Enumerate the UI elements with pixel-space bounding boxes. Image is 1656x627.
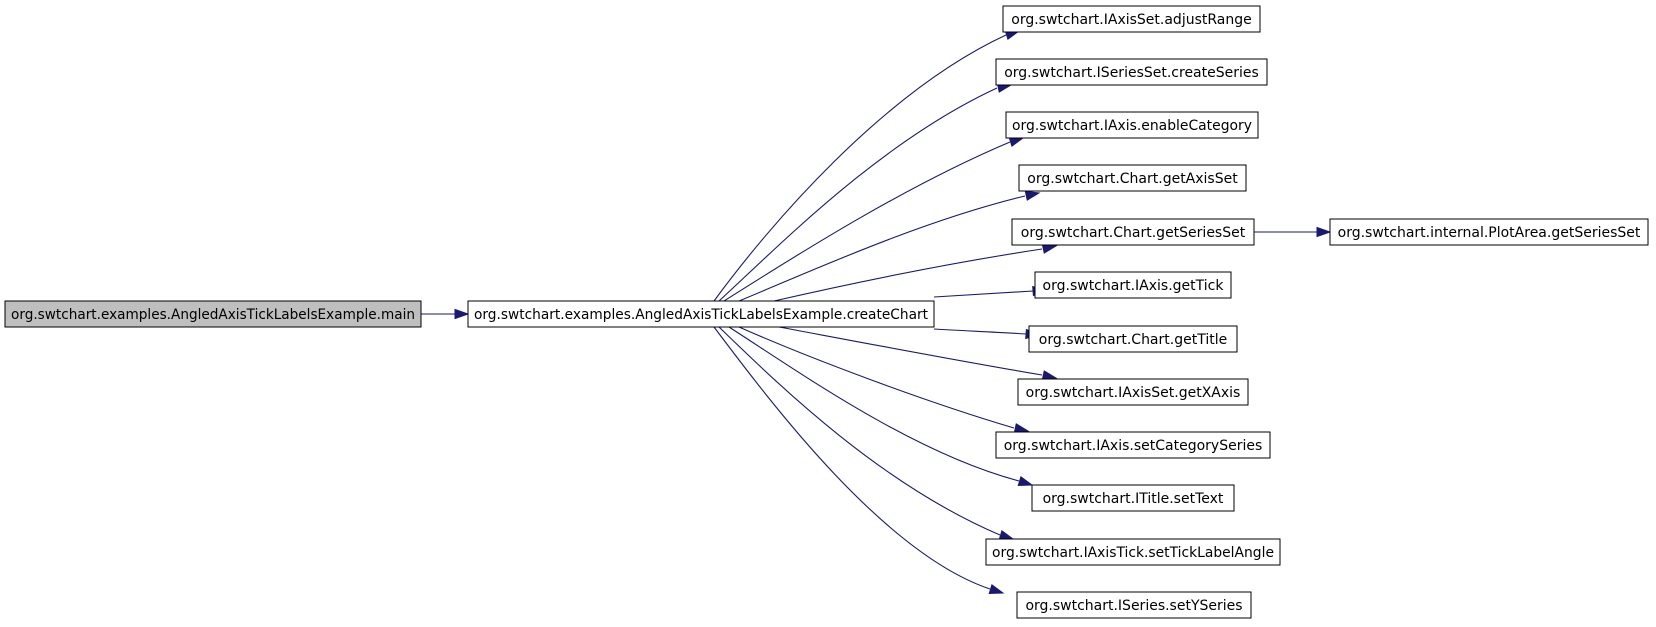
call-graph-edges — [421, 29, 1332, 595]
edge-create-chart-to-iaxis-set-get-xaxis — [778, 326, 1058, 381]
node-iaxis-set-adjust-range-label: org.swtchart.IAxisSet.adjustRange — [1011, 12, 1252, 28]
edge-create-chart-to-chart-get-series-set-arrowhead — [1041, 243, 1058, 254]
node-iaxis-tick-set-tick-label-angle[interactable]: org.swtchart.IAxisTick.setTickLabelAngle — [985, 538, 1281, 566]
edge-main-to-create-chart-arrowhead — [454, 308, 470, 320]
node-iseries-set-yseries-label: org.swtchart.ISeries.setYSeries — [1025, 598, 1242, 614]
edge-create-chart-to-iaxis-set-category-series-line — [738, 326, 1015, 429]
edge-create-chart-to-ititle-set-text-arrowhead — [1017, 476, 1034, 487]
node-chart-get-axis-set-label: org.swtchart.Chart.getAxisSet — [1027, 171, 1238, 187]
node-create-chart-label: org.swtchart.examples.AngledAxisTickLabe… — [474, 307, 928, 323]
edge-create-chart-to-chart-get-axis-set-arrowhead — [1024, 190, 1041, 201]
node-iseries-set-yseries[interactable]: org.swtchart.ISeries.setYSeries — [1016, 591, 1252, 619]
node-iaxis-set-category-series[interactable]: org.swtchart.IAxis.setCategorySeries — [995, 431, 1271, 459]
node-main-label: org.swtchart.examples.AngledAxisTickLabe… — [11, 307, 415, 323]
node-plot-area-get-series-set-label: org.swtchart.internal.PlotArea.getSeries… — [1338, 225, 1641, 241]
edge-create-chart-to-iseries-set-yseries-arrowhead — [988, 584, 1005, 595]
edge-create-chart-to-chart-get-axis-set-line — [738, 195, 1026, 302]
node-iaxis-get-tick[interactable]: org.swtchart.IAxis.getTick — [1034, 271, 1232, 299]
node-plot-area-get-series-set[interactable]: org.swtchart.internal.PlotArea.getSeries… — [1329, 218, 1649, 246]
edge-create-chart-to-iaxis-enable-category-line — [723, 141, 1011, 302]
node-main-box — [4, 300, 422, 328]
node-create-chart[interactable]: org.swtchart.examples.AngledAxisTickLabe… — [467, 300, 935, 328]
edge-create-chart-to-chart-get-axis-set — [738, 190, 1041, 302]
edge-create-chart-to-iaxis-set-get-xaxis-arrowhead — [1041, 370, 1058, 381]
edge-main-to-create-chart — [421, 308, 470, 320]
node-iseries-set-yseries-box — [1016, 591, 1252, 619]
edge-create-chart-to-ititle-set-text — [728, 326, 1034, 487]
node-iaxis-tick-set-tick-label-angle-label: org.swtchart.IAxisTick.setTickLabelAngle — [992, 545, 1274, 561]
edge-create-chart-to-iaxis-set-get-xaxis-line — [778, 326, 1043, 376]
edge-create-chart-to-iseries-set-yseries-line — [713, 326, 991, 590]
node-iseries-set-create-series[interactable]: org.swtchart.ISeriesSet.createSeries — [995, 58, 1268, 86]
edge-get-series-set-to-plot-area — [1254, 226, 1332, 238]
node-iaxis-get-tick-box — [1034, 271, 1232, 299]
node-iaxis-enable-category[interactable]: org.swtchart.IAxis.enableCategory — [1005, 111, 1259, 139]
edge-create-chart-to-ititle-set-text-line — [728, 326, 1020, 482]
node-ititle-set-text-label: org.swtchart.ITitle.setText — [1043, 491, 1224, 507]
edge-create-chart-to-iaxis-tick-set-tick-label-angle-arrowhead — [998, 530, 1015, 541]
edge-create-chart-to-iseries-set-create-series — [718, 82, 1013, 302]
edge-create-chart-to-iaxis-enable-category — [723, 136, 1025, 302]
node-iaxis-set-category-series-box — [995, 431, 1271, 459]
edge-create-chart-to-iaxis-tick-set-tick-label-angle-line — [718, 326, 1001, 536]
node-plot-area-get-series-set-box — [1329, 218, 1649, 246]
node-chart-get-axis-set[interactable]: org.swtchart.Chart.getAxisSet — [1018, 164, 1247, 192]
node-chart-get-title-box — [1028, 325, 1238, 353]
edge-create-chart-to-iaxis-set-adjust-range-line — [713, 34, 1007, 302]
node-ititle-set-text-box — [1031, 484, 1235, 512]
call-graph-nodes: org.swtchart.examples.AngledAxisTickLabe… — [4, 5, 1649, 619]
edge-create-chart-to-iaxis-set-category-series-arrowhead — [1013, 423, 1030, 434]
edge-create-chart-to-chart-get-title-line — [933, 328, 1027, 335]
node-iaxis-set-get-xaxis[interactable]: org.swtchart.IAxisSet.getXAxis — [1017, 378, 1249, 406]
edge-create-chart-to-iaxis-get-tick — [933, 285, 1048, 298]
node-iaxis-enable-category-label: org.swtchart.IAxis.enableCategory — [1012, 118, 1252, 134]
node-ititle-set-text[interactable]: org.swtchart.ITitle.setText — [1031, 484, 1235, 512]
edge-create-chart-to-iseries-set-yseries — [713, 326, 1005, 595]
edge-create-chart-to-iaxis-tick-set-tick-label-angle — [718, 326, 1015, 541]
node-iaxis-set-adjust-range-box — [1002, 5, 1261, 33]
edge-create-chart-to-chart-get-series-set-line — [773, 248, 1043, 302]
node-iaxis-set-get-xaxis-label: org.swtchart.IAxisSet.getXAxis — [1026, 385, 1241, 401]
node-chart-get-title[interactable]: org.swtchart.Chart.getTitle — [1028, 325, 1238, 353]
node-iaxis-set-category-series-label: org.swtchart.IAxis.setCategorySeries — [1004, 438, 1263, 454]
node-chart-get-axis-set-box — [1018, 164, 1247, 192]
node-create-chart-box — [467, 300, 935, 328]
node-chart-get-title-label: org.swtchart.Chart.getTitle — [1039, 332, 1227, 348]
node-iaxis-set-adjust-range[interactable]: org.swtchart.IAxisSet.adjustRange — [1002, 5, 1261, 33]
edge-create-chart-to-iaxis-enable-category-arrowhead — [1008, 136, 1025, 147]
node-iaxis-tick-set-tick-label-angle-box — [985, 538, 1281, 566]
node-iseries-set-create-series-label: org.swtchart.ISeriesSet.createSeries — [1004, 65, 1259, 81]
edge-create-chart-to-iseries-set-create-series-line — [718, 87, 998, 302]
node-iaxis-enable-category-box — [1005, 111, 1259, 139]
node-main[interactable]: org.swtchart.examples.AngledAxisTickLabe… — [4, 300, 422, 328]
node-chart-get-series-set[interactable]: org.swtchart.Chart.getSeriesSet — [1011, 218, 1255, 246]
node-chart-get-series-set-label: org.swtchart.Chart.getSeriesSet — [1021, 225, 1246, 241]
edge-create-chart-to-iaxis-get-tick-line — [933, 290, 1034, 298]
node-chart-get-series-set-box — [1011, 218, 1255, 246]
edge-get-series-set-to-plot-area-arrowhead — [1316, 226, 1332, 238]
node-iaxis-get-tick-label: org.swtchart.IAxis.getTick — [1043, 278, 1225, 294]
edge-create-chart-to-chart-get-title — [933, 328, 1041, 340]
node-iaxis-set-get-xaxis-box — [1017, 378, 1249, 406]
edge-create-chart-to-iaxis-set-category-series — [738, 326, 1030, 434]
node-iseries-set-create-series-box — [995, 58, 1268, 86]
